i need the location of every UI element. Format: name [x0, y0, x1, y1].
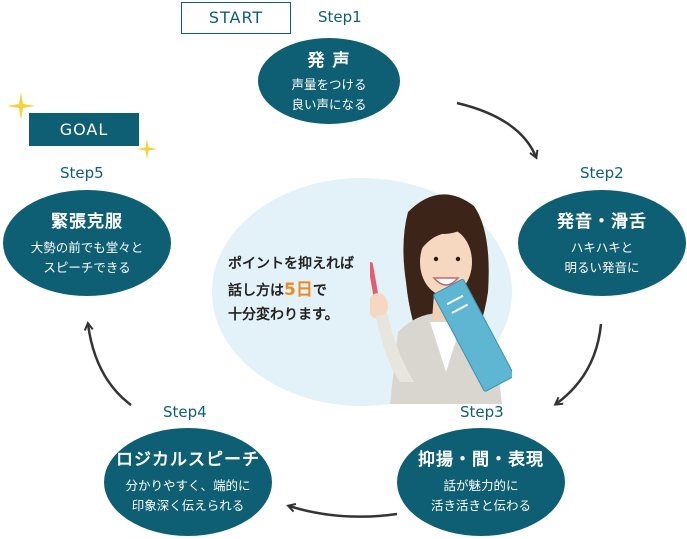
step4-desc: 分かりやすく、端的に 印象深く伝えられる — [104, 476, 272, 515]
step2-desc: ハキハキと 明るい発音に — [518, 238, 686, 277]
center-line-2-pre: 話し方は — [228, 283, 284, 300]
step3-title: 抑揚・間・表現 — [418, 450, 544, 470]
step5-title: 緊張克服 — [51, 212, 123, 232]
step4-circle: ロジカルスピーチ 分かりやすく、端的に 印象深く伝えられる — [104, 428, 272, 536]
step5-label: Step5 — [60, 164, 104, 182]
curved-arrow-icon — [289, 506, 398, 518]
sparkle-icon — [7, 92, 35, 120]
start-tag: START — [181, 2, 291, 34]
step2-desc-line1: ハキハキと — [570, 240, 634, 256]
step3-circle: 抑揚・間・表現 話が魅力的に 活き活きと伝わる — [397, 428, 565, 536]
center-line-3: 十分変わります。 — [228, 307, 339, 324]
step4-title: ロジカルスピーチ — [116, 450, 260, 470]
center-message: ポイントを抑えれば 話し方は5日で 十分変わります。 — [228, 253, 354, 327]
step4-label: Step4 — [163, 403, 207, 421]
woman-photo — [370, 194, 512, 404]
step5-circle: 緊張克服 大勢の前でも堂々と スピーチできる — [3, 190, 171, 296]
step2-title: 発音・滑舌 — [557, 212, 647, 232]
step5-desc-line2: スピーチできる — [43, 259, 131, 275]
step2-circle: 発音・滑舌 ハキハキと 明るい発音に — [518, 190, 686, 296]
curved-arrow-icon — [556, 323, 603, 404]
step1-desc-line2: 良い声になる — [291, 96, 367, 112]
step5-desc-line1: 大勢の前でも堂々と — [30, 240, 144, 256]
curved-arrow-icon — [88, 324, 132, 406]
step3-desc-line1: 話が魅力的に — [443, 478, 519, 494]
sparkle-icon — [136, 138, 158, 160]
step1-desc: 声量をつける 良い声になる — [258, 75, 400, 114]
step1-circle: 発 声 声量をつける 良い声になる — [258, 38, 400, 124]
highlight-days: 5日 — [284, 280, 313, 301]
center-line-2-post: で — [312, 283, 327, 300]
step5-desc: 大勢の前でも堂々と スピーチできる — [3, 238, 171, 277]
center-line-1: ポイントを抑えれば — [228, 256, 354, 272]
goal-tag: GOAL — [29, 113, 139, 146]
curved-arrow-icon — [456, 101, 536, 157]
step3-label: Step3 — [460, 403, 504, 421]
step1-label: Step1 — [318, 8, 362, 26]
step1-desc-line1: 声量をつける — [291, 77, 367, 93]
step3-desc-line2: 活き活きと伝わる — [430, 497, 531, 513]
step1-title: 発 声 — [307, 51, 351, 71]
step4-desc-line1: 分かりやすく、端的に — [125, 478, 251, 494]
step3-desc: 話が魅力的に 活き活きと伝わる — [397, 476, 565, 515]
step2-label: Step2 — [580, 164, 624, 182]
step2-desc-line2: 明るい発音に — [564, 259, 640, 275]
center-line-2: 話し方は5日で — [228, 276, 354, 304]
step4-desc-line2: 印象深く伝えられる — [131, 497, 245, 513]
